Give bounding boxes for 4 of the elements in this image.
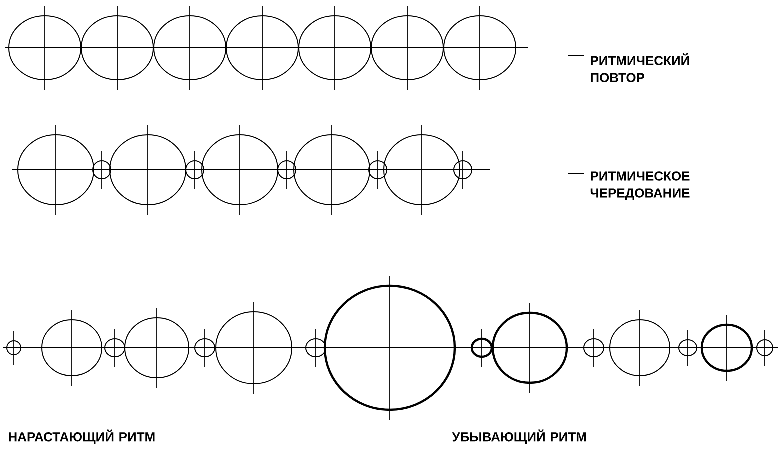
label-text: РИТМИЧЕСКИЙ ПОВТОР <box>591 54 690 82</box>
label-text: РИТМИЧЕСКОЕ ЧЕРЕДОВАНИЕ <box>590 172 690 200</box>
label-text: НАРАСТАЮЩИЙ РИТМ <box>9 430 155 444</box>
label-text: УБЫВАЮЩИЙ РИТМ <box>452 430 586 444</box>
